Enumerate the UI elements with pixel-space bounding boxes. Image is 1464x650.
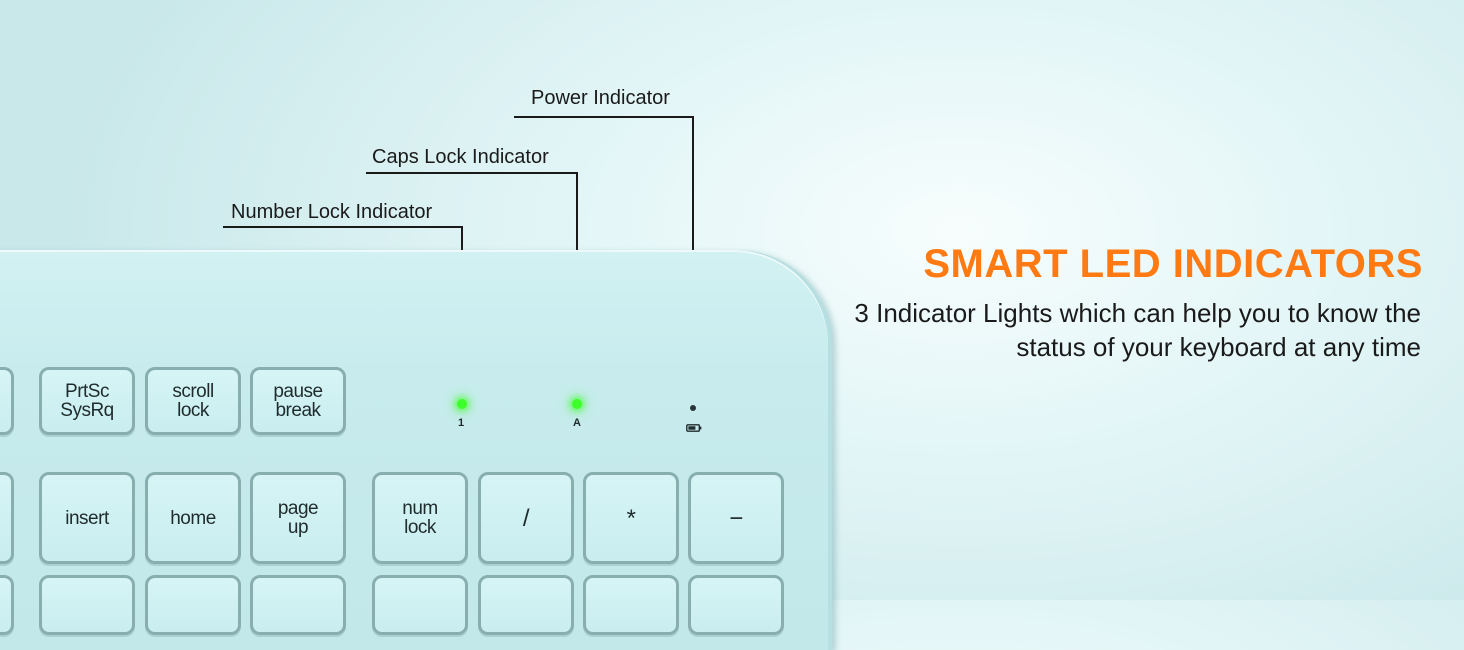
caps-lock-led <box>572 399 582 409</box>
battery-icon <box>686 419 702 432</box>
pause-break-key[interactable]: pause break <box>250 367 346 435</box>
partial-key-left-2[interactable] <box>0 472 14 564</box>
caps-lock-symbol: A <box>573 417 581 429</box>
partial-key-row3-d[interactable] <box>250 575 346 635</box>
minus-key-label: − <box>729 504 743 532</box>
partial-key-row3-a[interactable] <box>0 575 14 635</box>
divide-key-label: / <box>522 504 530 532</box>
partial-key-row3-b[interactable] <box>39 575 135 635</box>
number-lock-symbol: 1 <box>458 417 465 429</box>
page-up-key-label: page up <box>277 498 319 538</box>
partial-key-row3-h[interactable] <box>688 575 784 635</box>
insert-key-label: insert <box>65 507 109 529</box>
scroll-lock-key-label: scroll lock <box>172 381 214 421</box>
partial-key-row3-c[interactable] <box>145 575 241 635</box>
description: 3 Indicator Lights which can help you to… <box>854 298 1421 362</box>
power-indicator-label: Power Indicator <box>531 87 670 109</box>
num-lock-key-label: num lock <box>402 498 438 538</box>
home-key[interactable]: home <box>145 472 241 564</box>
scroll-lock-key[interactable]: scroll lock <box>145 367 241 435</box>
insert-key[interactable]: insert <box>39 472 135 564</box>
prtsc-sysrq-key[interactable]: PrtSc SysRq <box>39 367 135 435</box>
page-up-key[interactable]: page up <box>250 472 346 564</box>
multiply-key-label: * <box>626 504 636 532</box>
partial-key-row3-e[interactable] <box>372 575 468 635</box>
power-led <box>690 405 696 411</box>
numpad-minus-key[interactable]: − <box>688 472 784 564</box>
home-key-label: home <box>170 507 216 529</box>
partial-key-row3-g[interactable] <box>583 575 679 635</box>
number-lock-led <box>457 399 467 409</box>
num-lock-key[interactable]: num lock <box>372 472 468 564</box>
prtsc-key-label: PrtSc SysRq <box>60 381 114 421</box>
numpad-divide-key[interactable]: / <box>478 472 574 564</box>
headline: SMART LED INDICATORS <box>923 242 1423 286</box>
numpad-multiply-key[interactable]: * <box>583 472 679 564</box>
number-leader-horizontal <box>223 226 463 228</box>
caps-lock-indicator-label: Caps Lock Indicator <box>372 146 549 168</box>
pause-key-label: pause break <box>273 381 323 421</box>
caps-leader-horizontal <box>366 172 578 174</box>
number-lock-indicator-label: Number Lock Indicator <box>231 201 433 223</box>
partial-key-left[interactable] <box>0 367 14 435</box>
partial-key-row3-f[interactable] <box>478 575 574 635</box>
power-leader-horizontal <box>514 116 694 118</box>
